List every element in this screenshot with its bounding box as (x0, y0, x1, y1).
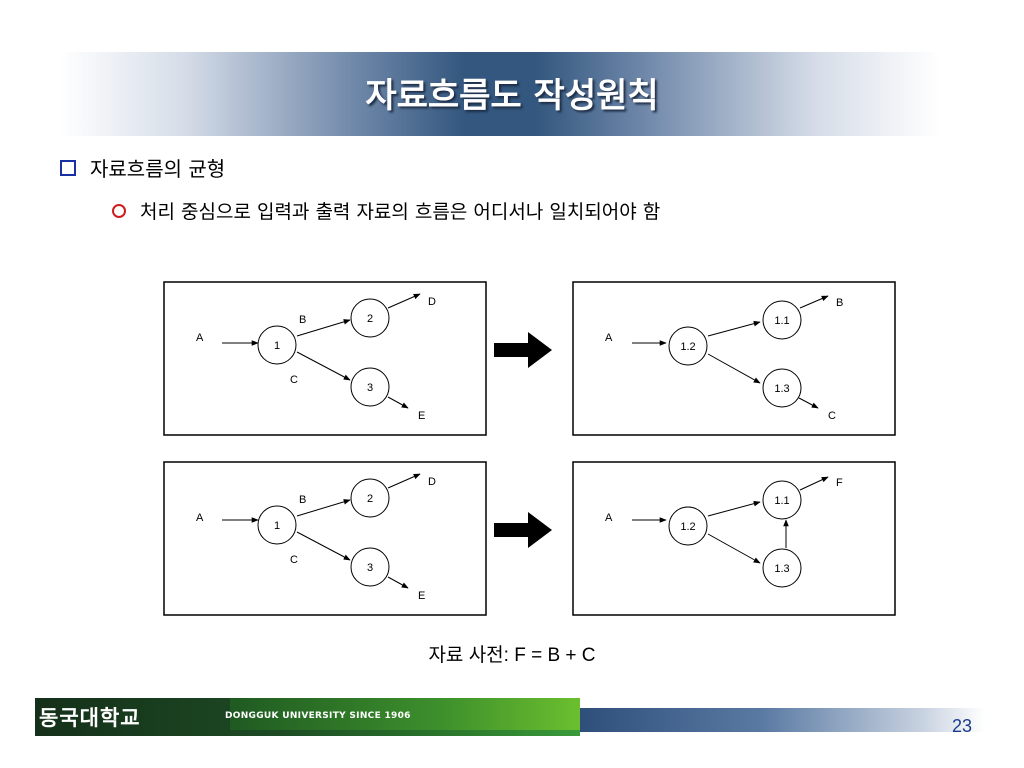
flow-arrow-b (799, 295, 829, 309)
flow-arrow-e (387, 576, 409, 589)
flow-label-b: B (836, 297, 843, 309)
flow-arrow-c-internal (707, 353, 761, 384)
footer-bar: 동국대학교 DONGGUK UNIVERSITY SINCE 1906 (35, 698, 985, 736)
page-number: 23 (951, 716, 972, 736)
diagram-top-left: 1 2 3 A B C D E (163, 281, 487, 436)
data-dictionary-note: 자료 사전: F = B + C (428, 645, 596, 666)
flow-label-f: F (836, 477, 843, 489)
flow-label-a: A (196, 512, 204, 524)
title-band (60, 52, 940, 136)
process-label-2: 2 (367, 313, 373, 325)
bullet-level1-text: 자료흐름의 균형 (90, 157, 226, 181)
flow-label-b: B (299, 314, 306, 326)
diagram-frame (163, 281, 487, 436)
flow-arrow-c (296, 351, 351, 381)
process-circle-1 (257, 505, 297, 545)
process-label-1-1: 1.1 (774, 315, 789, 327)
process-label-3: 3 (367, 382, 373, 394)
process-label-3: 3 (367, 562, 373, 574)
flow-label-b: B (299, 494, 306, 506)
process-circle-1-3 (762, 548, 802, 588)
flow-arrow-b-internal (707, 320, 761, 337)
process-circle-1-2 (668, 506, 708, 546)
flow-label-e: E (418, 410, 425, 422)
process-circle-1-1 (762, 300, 802, 340)
process-label-1: 1 (274, 340, 280, 352)
process-label-2: 2 (367, 493, 373, 505)
flow-label-d: D (428, 296, 436, 308)
flow-arrow-internal-upper (707, 500, 761, 517)
process-circle-1-3 (762, 368, 802, 408)
flow-label-d: D (428, 476, 436, 488)
flow-label-e: E (418, 590, 425, 602)
process-circle-1 (257, 325, 297, 365)
process-circle-3 (350, 367, 390, 407)
process-circle-1-1 (762, 480, 802, 520)
process-label-1-2: 1.2 (680, 521, 695, 533)
flow-arrow-b (296, 319, 351, 337)
process-circle-2 (350, 478, 390, 518)
bullet-level1: 자료흐름의 균형 (60, 153, 225, 182)
diagram-bottom-left: 1 2 3 A B C D E (163, 461, 487, 616)
process-label-1-1: 1.1 (774, 495, 789, 507)
flow-arrow-d (387, 293, 421, 309)
flow-label-c: C (290, 374, 298, 386)
slide-title: 자료흐름도 작성원칙 (365, 76, 659, 116)
diagram-frame (572, 281, 896, 436)
diagram-frame (572, 461, 896, 616)
bullet-level2: 처리 중심으로 입력과 출력 자료의 흐름은 어디서나 일치되어야 함 (112, 197, 660, 224)
flow-label-a: A (605, 512, 613, 524)
flow-arrow-c (296, 531, 351, 561)
process-label-1-2: 1.2 (680, 341, 695, 353)
process-circle-1-2 (668, 326, 708, 366)
process-circle-3 (350, 547, 390, 587)
diagram-top-right: 1.2 1.1 1.3 A B C (572, 281, 896, 436)
flow-arrow-e (387, 396, 409, 409)
bullet-level2-text: 처리 중심으로 입력과 출력 자료의 흐름은 어디서나 일치되어야 함 (140, 201, 661, 223)
square-bullet-icon (60, 159, 76, 176)
process-label-1-3: 1.3 (774, 383, 789, 395)
diagram-bottom-right: 1.2 1.1 1.3 A F (572, 461, 896, 616)
footer-blue-band (580, 708, 985, 732)
flow-arrow-b (296, 499, 351, 517)
transform-arrow-bottom-icon (494, 512, 552, 548)
university-logo: 동국대학교 (39, 706, 141, 730)
flow-label-a: A (605, 332, 613, 344)
flow-arrow-c (798, 397, 819, 409)
flow-arrow-internal-lower (707, 533, 761, 564)
flow-arrow-f (799, 476, 829, 491)
transform-arrow-top-icon (494, 332, 552, 368)
process-label-1: 1 (274, 520, 280, 532)
diagram-frame (163, 461, 487, 616)
circle-bullet-icon (112, 203, 126, 218)
process-circle-2 (350, 298, 390, 338)
flow-arrow-d (387, 473, 421, 489)
university-caption: DONGGUK UNIVERSITY SINCE 1906 (225, 711, 411, 721)
process-label-1-3: 1.3 (774, 563, 789, 575)
flow-label-c: C (290, 554, 298, 566)
flow-label-c: C (828, 410, 836, 422)
flow-label-a: A (196, 332, 204, 344)
footer-green-band (230, 698, 580, 730)
